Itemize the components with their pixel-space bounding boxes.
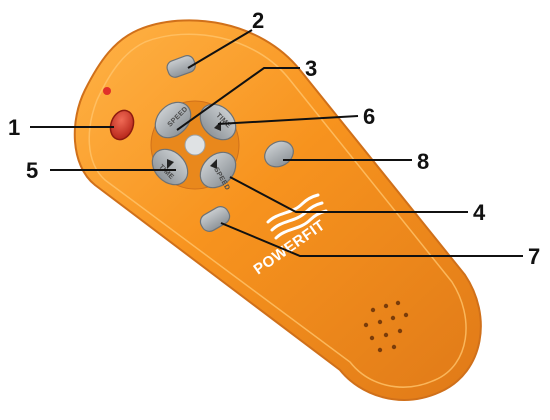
callout-1: 1 (8, 115, 20, 140)
led-indicator (103, 87, 111, 95)
callout-3: 3 (305, 56, 317, 81)
callout-7: 7 (528, 244, 540, 269)
callout-4: 4 (473, 200, 486, 225)
callout-8: 8 (417, 149, 429, 174)
callout-6: 6 (363, 104, 375, 129)
remote-body (75, 20, 481, 400)
dpad-center (185, 135, 205, 155)
callout-2: 2 (252, 8, 264, 33)
callout-5: 5 (26, 158, 38, 183)
